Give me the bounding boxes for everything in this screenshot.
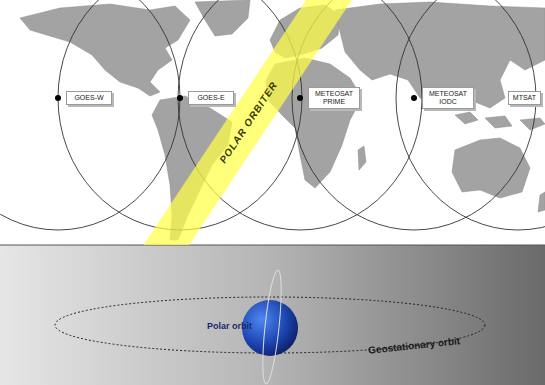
panel-border (0, 245, 545, 246)
polar-orbit (259, 270, 285, 385)
orbit-panel (0, 245, 545, 385)
satellite-name: GOES-W (71, 94, 107, 102)
satellite-name: METEOSAT IODC (427, 90, 469, 106)
satellite-label-box: GOES-W (66, 91, 112, 105)
polar-orbiter-band: POLAR ORBITER (144, 0, 353, 245)
band-clip: POLAR ORBITER (0, 0, 545, 245)
satellite-label-box: METEOSAT PRIME (308, 87, 360, 109)
satellite-name: MTSAT (513, 94, 536, 102)
satellite-label-box: GOES-E (188, 91, 234, 105)
satellite-name: GOES-E (193, 94, 229, 102)
orbit-label: Polar orbit (207, 321, 252, 331)
satellite-label-box: MTSAT (508, 91, 541, 105)
satellite-label-box: METEOSAT IODC (422, 87, 474, 109)
satellite-name: METEOSAT PRIME (313, 90, 355, 106)
